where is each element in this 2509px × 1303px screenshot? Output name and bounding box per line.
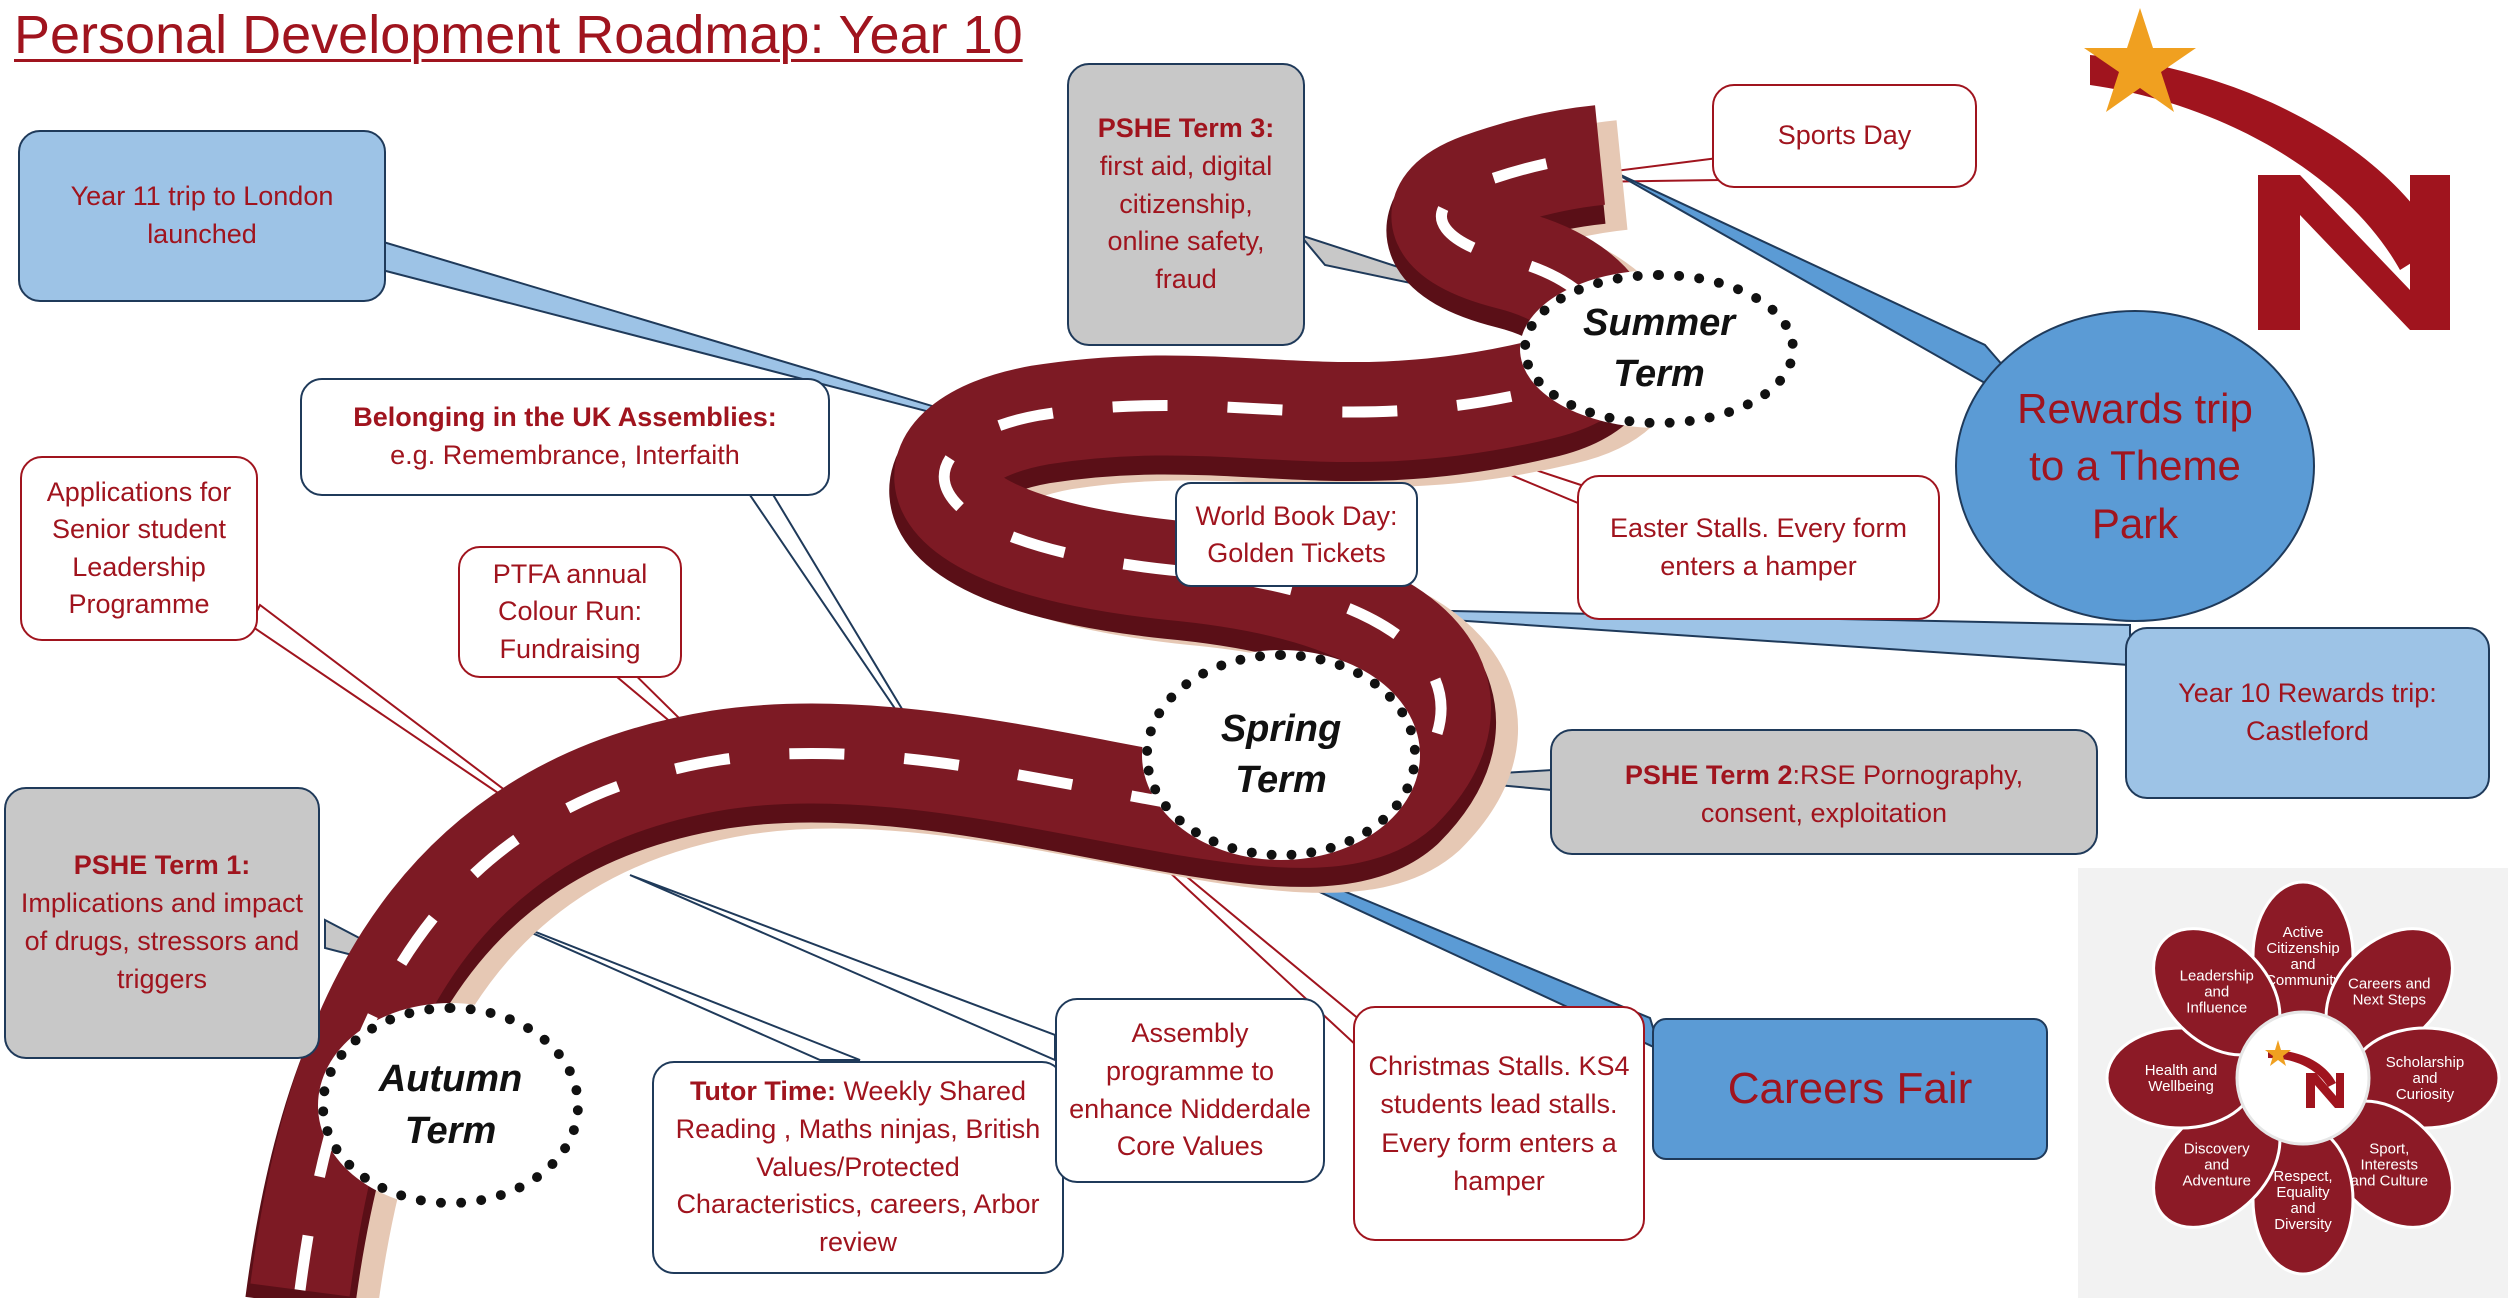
callout-sports-day-text: Sports Day	[1777, 120, 1912, 151]
callout-world-book-day-text: World Book Day: Golden Tickets	[1195, 501, 1398, 568]
callout-rewards-theme-park-text: Rewards trip to a Theme Park	[2017, 384, 2253, 547]
callout-sports-day: Sports Day	[1712, 84, 1977, 188]
spring-term-marker: Spring Term	[1142, 650, 1420, 860]
callout-london-trip: Year 11 trip to London launched	[18, 130, 386, 302]
autumn-term-line2: Term	[404, 1109, 497, 1152]
callout-belonging-text: e.g. Remembrance, Interfaith	[390, 440, 740, 470]
callout-ptfa-text: PTFA annual Colour Run: Fundraising	[492, 559, 648, 664]
spring-term-line2: Term	[1235, 759, 1327, 801]
callout-year10-rewards-text: Year 10 Rewards trip: Castleford	[2178, 678, 2437, 746]
callout-belonging-assemblies: Belonging in the UK Assemblies: e.g. Rem…	[300, 378, 830, 496]
page-title: Personal Development Roadmap: Year 10	[14, 5, 1023, 65]
callout-careers-fair-text: Careers Fair	[1727, 1064, 1973, 1114]
callout-rewards-theme-park: Rewards trip to a Theme Park	[1955, 310, 2315, 622]
callout-pshe-term3-title: PSHE Term 3:	[1097, 113, 1275, 143]
spring-term-line1: Spring	[1220, 707, 1342, 750]
callout-tutor-time-text: Weekly Shared Reading , Maths ninjas, Br…	[675, 1076, 1041, 1258]
callout-ptfa-colour-run: PTFA annual Colour Run: Fundraising	[458, 546, 682, 678]
callout-pshe-term2-text: :RSE Pornography, consent, exploitation	[1700, 760, 2024, 828]
callout-london-trip-text: Year 11 trip to London launched	[70, 181, 334, 249]
summer-term-marker: Summer Term	[1520, 270, 1798, 428]
callout-tutor-time: Tutor Time: Weekly Shared Reading , Math…	[652, 1061, 1064, 1274]
callout-assembly-programme: Assembly programme to enhance Nidderdale…	[1055, 998, 1325, 1183]
callout-pshe-term3: PSHE Term 3: first aid, digital citizens…	[1067, 63, 1305, 346]
callout-belonging-title: Belonging in the UK Assemblies:	[353, 402, 777, 433]
callout-careers-fair: Careers Fair	[1652, 1018, 2048, 1160]
callout-pshe-term1: PSHE Term 1: Implications and impact of …	[4, 787, 320, 1059]
school-logo	[2084, 8, 2450, 330]
callout-leadership-applications-text: Applications for Senior student Leadersh…	[46, 477, 232, 619]
summer-term-line2: Term	[1613, 353, 1705, 395]
callout-assembly-programme-text: Assembly programme to enhance Nidderdale…	[1069, 1017, 1311, 1162]
callout-year10-rewards-trip: Year 10 Rewards trip: Castleford	[2125, 627, 2490, 799]
callout-pshe-term1-text: Implications and impact of drugs, stress…	[20, 888, 304, 994]
autumn-term-line1: Autumn	[378, 1058, 523, 1101]
callout-christmas-stalls: Christmas Stalls. KS4 students lead stal…	[1353, 1006, 1645, 1241]
autumn-term-marker: Autumn Term	[318, 1003, 583, 1208]
callout-world-book-day: World Book Day: Golden Tickets	[1175, 482, 1418, 587]
summer-term-line1: Summer	[1582, 301, 1736, 344]
callout-pshe-term2: PSHE Term 2:RSE Pornography, consent, ex…	[1550, 729, 2098, 855]
callout-pshe-term1-title: PSHE Term 1:	[73, 850, 251, 881]
callout-leadership-applications: Applications for Senior student Leadersh…	[20, 456, 258, 641]
callout-easter-stalls: Easter Stalls. Every form enters a hampe…	[1577, 475, 1940, 620]
callout-easter-stalls-text: Easter Stalls. Every form enters a hampe…	[1609, 512, 1908, 581]
callout-tutor-time-title: Tutor Time:	[689, 1076, 836, 1106]
callout-christmas-stalls-text: Christmas Stalls. KS4 students lead stal…	[1368, 1050, 1630, 1196]
callout-pshe-term2-title: PSHE Term 2	[1624, 760, 1793, 790]
callout-pshe-term3-text: first aid, digital citizenship, online s…	[1099, 150, 1273, 295]
